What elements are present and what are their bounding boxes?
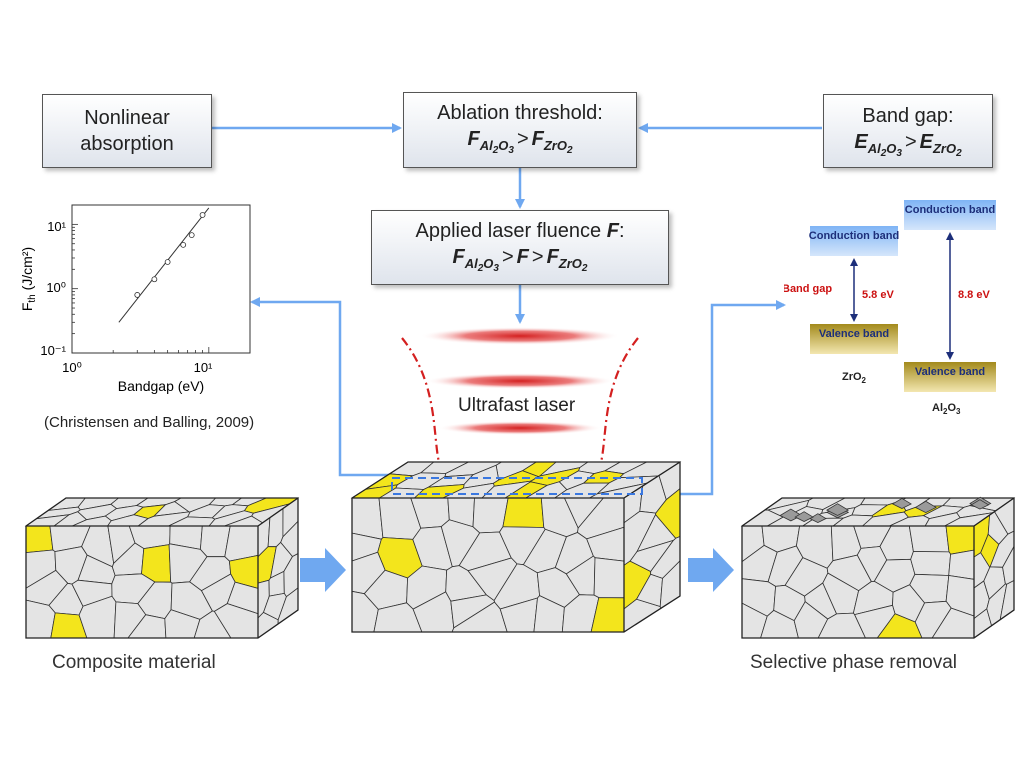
al2o3-conduction-band [904, 200, 996, 230]
zro2-conduction-label: Conduction band [809, 230, 899, 242]
plot-point [164, 259, 171, 265]
plot-frame [71, 204, 251, 354]
applied-fluence-formula: FAl2O3>F>FZrO2 [452, 246, 588, 274]
laser-scan-region [391, 477, 643, 495]
zro2-conduction-band [810, 226, 898, 256]
front-face-grain [25, 525, 54, 554]
plot-ylabel: Fth (J/cm²) [19, 247, 38, 311]
block-outline [741, 497, 1015, 639]
composite-material-block [24, 497, 300, 639]
applied-fluence-box: Applied laser fluence F: FAl2O3>F>FZrO2 [371, 210, 669, 285]
zro2-label: ZrO2 [842, 371, 867, 385]
plot-point [199, 212, 206, 218]
process-arrow-2 [688, 548, 734, 592]
plot-citation: (Christensen and Balling, 2009) [44, 414, 255, 431]
zro2-gap-value: 5.8 eV [862, 289, 894, 301]
plot-point [151, 276, 158, 283]
plot-marks [118, 207, 210, 323]
selective-phase-removal-block [740, 496, 1016, 639]
plot-xlabel: Bandgap (eV) [118, 378, 204, 394]
front-face-grain [593, 557, 625, 599]
removed-phase-pit [808, 513, 827, 524]
al2o3-label: Al2O3 [932, 402, 961, 417]
plot-ticks [71, 204, 251, 354]
block-outline [25, 497, 299, 639]
plot-point [188, 232, 195, 239]
arrow-surface-to-bands [655, 300, 786, 496]
ablation-threshold-title: Ablation threshold: [437, 102, 603, 124]
selective-phase-removal-caption: Selective phase removal [750, 652, 957, 673]
threshold-bandgap-plot: 10⁰ 10¹ 10¹ 10⁰ 10⁻¹ Bandgap (eV) Fth (J… [19, 204, 251, 394]
front-face-grain [502, 497, 545, 528]
zro2-valence-band [810, 324, 898, 354]
plot-xtick-1: 10⁰ [62, 360, 82, 375]
al2o3-band-diagram: Conduction band Valence band 8.8 eV [904, 200, 996, 392]
plot-xtick-2: 10¹ [194, 360, 213, 375]
band-gap-title: Band gap: [862, 105, 954, 127]
laser-processed-block [350, 461, 682, 633]
removed-phase-pit [826, 503, 850, 516]
front-face-grain [908, 525, 950, 553]
al2o3-conduction-label: Conduction band [905, 204, 995, 216]
plot-point [134, 292, 141, 298]
nonlinear-absorption-label: Nonlinear absorption [80, 107, 174, 155]
plot-ytick-3: 10⁻¹ [40, 343, 66, 358]
arrow-surface-to-plot [250, 297, 405, 477]
al2o3-valence-band [904, 362, 996, 392]
ablation-threshold-box: Ablation threshold: FAl2O3>FZrO2 [403, 92, 637, 168]
front-face-grain [351, 497, 384, 540]
zro2-valence-label: Valence band [819, 328, 889, 340]
front-face-grain [910, 551, 952, 576]
plot-point [180, 241, 187, 248]
plot-fit-line [118, 207, 210, 323]
nonlinear-absorption-box: Nonlinear absorption [42, 94, 212, 168]
removed-phase-pit [970, 499, 990, 510]
front-face-grain [224, 525, 259, 562]
band-gap-formula: EAl2O3>EZrO2 [854, 131, 962, 159]
removed-phase-pit [891, 497, 912, 509]
band-gap-label: Band gap [784, 283, 832, 295]
al2o3-gap-value: 8.8 eV [958, 289, 990, 301]
applied-fluence-title: Applied laser fluence F: [415, 220, 625, 242]
zro2-band-diagram: Conduction band Valence band Band gap 5.… [784, 226, 899, 385]
plot-ytick-1: 10¹ [47, 219, 66, 234]
band-gap-box: Band gap: EAl2O3>EZrO2 [823, 94, 993, 168]
front-face-grain [945, 525, 975, 555]
front-face-grain [948, 549, 975, 580]
block-outline [351, 461, 681, 633]
al2o3-valence-label: Valence band [915, 366, 985, 378]
removed-phase-pit [914, 500, 937, 514]
process-arrow-1 [300, 548, 346, 592]
composite-material-caption: Composite material [52, 652, 216, 673]
ablation-threshold-formula: FAl2O3>FZrO2 [467, 128, 573, 156]
band-diagram: Conduction band Valence band Band gap 5.… [784, 200, 996, 392]
ultrafast-laser-label: Ultrafast laser [458, 395, 576, 416]
plot-ytick-2: 10⁰ [46, 280, 66, 295]
removed-phase-pit [794, 511, 814, 522]
top-face-grain [137, 511, 191, 527]
